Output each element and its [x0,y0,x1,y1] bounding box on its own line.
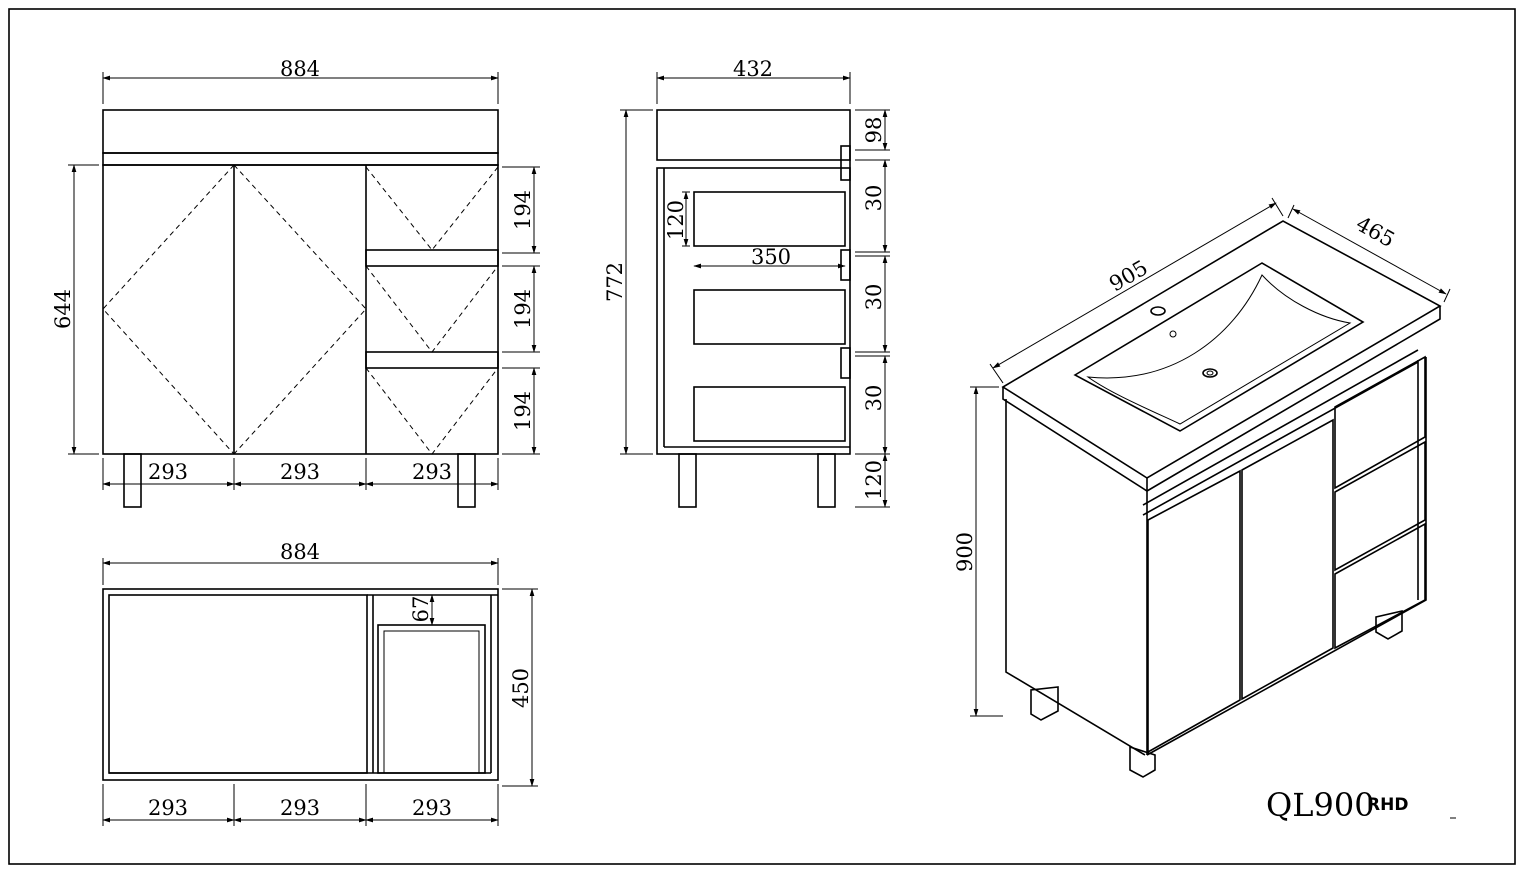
plan-section-width-3: 293 [412,796,452,820]
model-variant: RHD [1367,795,1408,815]
drawer-front-height-label: 120 [664,200,688,240]
drawer-depth-label: 350 [751,245,791,269]
drawer-height-label-2: 194 [511,289,535,329]
side-depth-label: 432 [733,57,773,81]
offset-label-2: 30 [862,185,886,212]
side-view: 432 772 120 350 98 30 30 30 120 [603,57,890,508]
offset-label-1: 98 [862,117,886,144]
side-height-label: 772 [603,262,627,302]
plan-section-width-1: 293 [148,796,188,820]
front-width-label: 884 [280,57,320,81]
front-height-label: 644 [51,289,75,329]
isometric-view: 905 465 900 [953,197,1451,778]
leg-height-label: 120 [862,460,886,500]
iso-height-label: 900 [953,532,977,572]
front-section-width-1: 293 [148,460,188,484]
iso-width-label: 905 [1105,256,1152,297]
drawing-border [8,8,1516,865]
plan-clearance-label: 67 [409,596,433,623]
front-section-width-3: 293 [412,460,452,484]
drawer-height-label-3: 194 [511,391,535,431]
plan-view: 884 67 450 293 293 293 [102,540,538,826]
model-code: QL900 [1266,786,1375,824]
drawer-height-label-1: 194 [511,190,535,230]
front-section-width-2: 293 [280,460,320,484]
offset-label-4: 30 [862,385,886,412]
plan-depth-label: 450 [509,668,533,708]
plan-width-label: 884 [280,540,320,564]
front-view: 884 644 194 194 194 293 293 293 [51,57,540,508]
plan-section-width-2: 293 [280,796,320,820]
offset-label-3: 30 [862,284,886,311]
